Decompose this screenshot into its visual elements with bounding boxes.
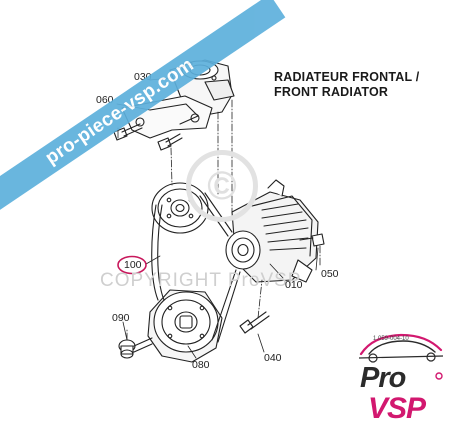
crank-bolt-090 (118, 337, 153, 359)
provsp-logo (358, 333, 444, 380)
diagram-title-line-1: RADIATEUR FRONTAL / (274, 70, 420, 84)
crankshaft-pulley (147, 289, 223, 363)
logo-word-vsp: VSP (368, 392, 426, 425)
part-label-050: 050 (321, 268, 339, 280)
bolt-050 (299, 233, 325, 247)
logo-reference-number: 1.059-004-10 (373, 336, 409, 342)
diagram-title-line-2: FRONT RADIATOR (274, 85, 389, 99)
alternator (225, 179, 319, 283)
part-label-010: 010 (285, 279, 303, 291)
bolt-040 (239, 311, 270, 334)
bolt-060-b (157, 133, 183, 151)
copyright-symbol-watermark: © (186, 150, 258, 222)
part-label-040: 040 (264, 352, 282, 364)
part-label-080: 080 (192, 359, 210, 371)
part-label-100: 100 (124, 259, 142, 271)
bolt-060-a (113, 123, 143, 141)
logo-word-pro: Pro (360, 362, 406, 394)
part-highlight-ring (117, 255, 147, 275)
part-label-090: 090 (112, 312, 130, 324)
copyright-watermark: COPYRIGHT ProVSP (100, 270, 302, 291)
